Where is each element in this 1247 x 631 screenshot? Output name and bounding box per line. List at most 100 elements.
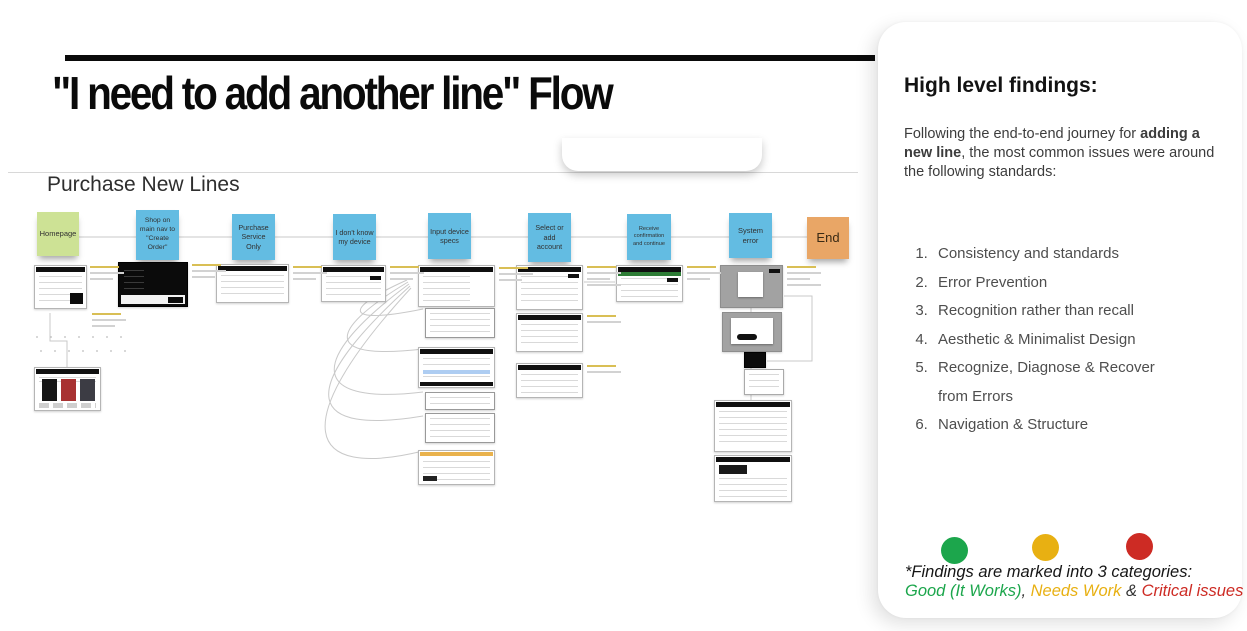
flow-screenshot-homepage[interactable] xyxy=(34,265,87,309)
legend-sep: , xyxy=(1021,582,1031,600)
decor xyxy=(521,276,578,305)
decor xyxy=(420,452,493,456)
finding-item: Navigation & Structure xyxy=(932,411,1184,440)
overlapping-card-shadow xyxy=(562,138,762,171)
flow-screenshot-menu[interactable] xyxy=(118,262,188,307)
finding-item: Recognize, Diagnose & Recover from Error… xyxy=(932,354,1184,411)
decor xyxy=(36,369,99,374)
sticky-note-receive-confirmation[interactable]: Receive confirmation and continue xyxy=(627,214,671,260)
flow-screenshot-specs-6[interactable] xyxy=(418,450,495,485)
flow-screenshot-error-small[interactable] xyxy=(744,352,766,368)
sticky-note-purchase-service[interactable]: Purchase Service Only xyxy=(232,214,275,260)
annotation-lines xyxy=(787,266,821,290)
finding-item: Error Prevention xyxy=(932,269,1184,298)
annotation-lines xyxy=(92,313,126,331)
sticky-label: Select or add account xyxy=(535,223,564,252)
flow-screenshot-error-page-1[interactable] xyxy=(714,400,792,452)
phone-image xyxy=(42,379,57,401)
flow-screenshot-phones[interactable] xyxy=(34,367,101,411)
phone-image xyxy=(80,379,95,401)
decor xyxy=(667,278,678,282)
modal-dialog xyxy=(731,318,773,344)
annotation-lines xyxy=(587,266,621,290)
sticky-label: System error xyxy=(737,225,763,245)
decor xyxy=(521,374,578,393)
flow-screenshot-specs-5[interactable] xyxy=(425,413,495,443)
decor xyxy=(36,267,85,272)
flow-screenshot-device-question[interactable] xyxy=(321,265,386,302)
flow-screenshot-error-modal-1[interactable] xyxy=(720,265,783,308)
annotation-lines xyxy=(587,315,621,327)
finding-item: Recognition rather than recall xyxy=(932,297,1184,326)
annotation-lines xyxy=(293,266,327,284)
sticky-note-homepage[interactable]: Homepage xyxy=(37,212,79,256)
decor xyxy=(719,465,747,474)
decor xyxy=(70,293,83,304)
annotation-lines xyxy=(499,267,533,285)
flow-screenshot-error-detail[interactable] xyxy=(744,369,784,395)
findings-intro: Following the end-to-end journey for add… xyxy=(904,125,1216,182)
sticky-note-select-add-account[interactable]: Select or add account xyxy=(528,213,571,262)
flow-screenshot-specs-2[interactable] xyxy=(425,308,495,338)
findings-list: Consistency and standards Error Preventi… xyxy=(908,240,1184,440)
flow-screenshot-account-1[interactable] xyxy=(516,265,583,310)
needs-work-dot xyxy=(1032,534,1059,561)
sticky-note-dont-know-device[interactable]: I don't know my device xyxy=(333,214,376,260)
legend-sep: & xyxy=(1121,582,1142,600)
flow-screenshot-specs-3[interactable] xyxy=(418,347,495,388)
flow-screenshot-account-3[interactable] xyxy=(516,363,583,398)
sticky-note-end[interactable]: End xyxy=(807,217,849,259)
decor xyxy=(749,374,779,390)
canvas-top-border xyxy=(8,172,858,173)
findings-heading: High level findings: xyxy=(904,74,1098,97)
critical-dot xyxy=(1126,533,1153,560)
flow-screenshot-specs-1[interactable] xyxy=(418,265,495,307)
decor xyxy=(218,266,287,271)
decor xyxy=(518,365,581,370)
decor xyxy=(326,276,381,297)
annotation-lines xyxy=(192,264,226,282)
decor xyxy=(430,313,490,333)
sticky-note-system-error[interactable]: System error xyxy=(729,213,772,258)
flow-screenshot-create-order[interactable] xyxy=(216,264,289,303)
decor xyxy=(716,457,790,462)
intro-text: , the most common issues were around the… xyxy=(904,145,1215,180)
decor xyxy=(430,418,490,438)
flow-screenshot-confirmation[interactable] xyxy=(616,265,683,302)
good-dot xyxy=(941,537,968,564)
sticky-label: Input device specs xyxy=(430,226,469,245)
legend-note: *Findings are marked into 3 categories: xyxy=(905,563,1193,581)
flow-screenshot-specs-4[interactable] xyxy=(425,392,495,410)
decor xyxy=(769,269,780,273)
sticky-note-shop-main-nav[interactable]: Shop on main nav to "Create Order" xyxy=(136,210,179,260)
canvas-dots xyxy=(36,334,128,356)
decor xyxy=(618,267,681,272)
decor xyxy=(423,370,490,374)
modal-dialog xyxy=(738,272,763,297)
annotation-lines xyxy=(687,266,721,284)
decor xyxy=(121,295,185,304)
annotation-lines xyxy=(587,365,621,377)
annotation-lines xyxy=(90,266,124,284)
sticky-label: Purchase Service Only xyxy=(238,222,269,251)
decor xyxy=(518,267,581,272)
sticky-label: End xyxy=(816,229,840,245)
decor xyxy=(420,382,493,386)
decor xyxy=(423,358,490,379)
decor xyxy=(420,349,493,354)
annotation-lines xyxy=(390,266,424,284)
finding-item: Aesthetic & Minimalist Design xyxy=(932,326,1184,355)
sticky-note-input-device-specs[interactable]: Input device specs xyxy=(428,213,471,259)
slide-title: "I need to add another line" Flow xyxy=(52,67,614,119)
flow-screenshot-error-modal-2[interactable] xyxy=(722,312,782,352)
flow-screenshot-error-page-2[interactable] xyxy=(714,455,792,502)
legend-critical: Critical issues xyxy=(1141,582,1244,600)
finding-item: Consistency and standards xyxy=(932,240,1184,269)
decor xyxy=(323,267,384,272)
decor xyxy=(719,478,787,497)
decor xyxy=(521,324,578,347)
title-rule xyxy=(65,55,875,61)
flow-section-title: Purchase New Lines xyxy=(47,173,240,196)
decor xyxy=(737,334,757,340)
flow-screenshot-account-2[interactable] xyxy=(516,313,583,352)
